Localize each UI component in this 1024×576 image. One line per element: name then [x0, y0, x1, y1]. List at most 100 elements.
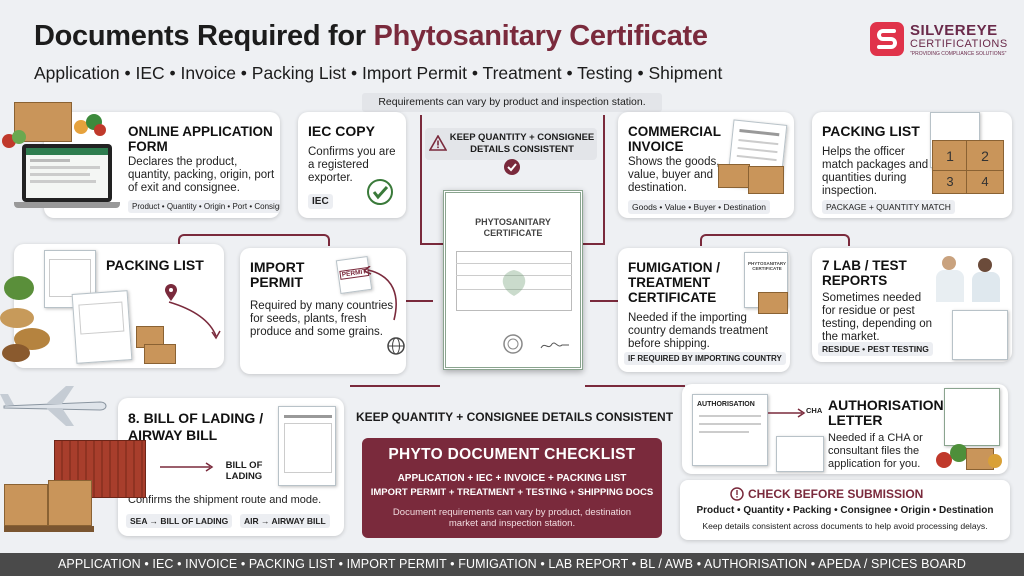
card-title: 7 LAB / TEST REPORTS [822, 258, 907, 288]
certificate-title: PHYTOSANITARY CERTIFICATE [475, 217, 551, 238]
phytosanitary-certificate-doc: PHYTOSANITARY CERTIFICATE [443, 190, 583, 370]
keep-consistent-top: KEEP QUANTITY + CONSIGNEE DETAILS CONSIS… [425, 128, 597, 160]
vegetables-illustration [934, 438, 1004, 472]
card-title: IMPORT PERMIT [250, 259, 305, 290]
lab-report-doc-illustration [952, 310, 1008, 360]
card-tag: IF REQUIRED BY IMPORTING COUNTRY [624, 352, 786, 365]
connector-line [178, 234, 330, 246]
connector-line [700, 234, 850, 246]
crates-illustration [4, 476, 94, 532]
box-illustration [718, 164, 750, 188]
checklist-note: Document requirements can vary by produc… [392, 507, 632, 529]
card-tag-sea: SEA → BILL OF LADING [126, 514, 233, 528]
authorisation-doc-title: AUTHORISATION [697, 401, 755, 408]
card-body: Needed if a CHA or consultant files the … [828, 432, 923, 470]
card-import-permit: IMPORT PERMIT Required by many countries… [240, 248, 406, 374]
requirements-note: Requirements can vary by product and ins… [362, 93, 662, 112]
connector-line [405, 300, 433, 302]
arrow-right-icon [160, 462, 214, 472]
footer-text: APPLICATION • IEC • INVOICE • PACKING LI… [57, 557, 967, 571]
route-arrow-icon [364, 266, 397, 321]
card-body: Required by many countries for seeds, pl… [250, 300, 394, 338]
card-tag: RESIDUE • PEST TESTING [818, 342, 933, 356]
page-title: Documents Required for Phytosanitary Cer… [34, 20, 708, 53]
card-title: 8. BILL OF LADING / AIRWAY BILL [128, 410, 264, 443]
connector-line [420, 243, 445, 245]
phyto-checklist: PHYTO DOCUMENT CHECKLIST APPLICATION + I… [362, 438, 662, 538]
veg-illustration [70, 110, 110, 140]
card-title: FUMIGATION / TREATMENT CERTIFICATE [628, 260, 720, 305]
leaf-watermark-icon [502, 270, 526, 296]
brand-logo: SILVEREYE CERTIFICATIONS "PROVIDING COMP… [870, 20, 1010, 62]
cha-label: CHA [806, 406, 823, 415]
check-circle-icon [504, 159, 520, 175]
box-illustration [144, 344, 176, 364]
box-illustration [748, 166, 784, 194]
connector-line [603, 115, 605, 245]
box-3: 3 [932, 170, 968, 194]
box-4: 4 [966, 170, 1004, 194]
box-illustration [758, 292, 788, 314]
card-body: Confirms you are a registered exporter. [308, 146, 396, 184]
card-fumigation-treatment: FUMIGATION / TREATMENT CERTIFICATE Neede… [618, 248, 790, 372]
card-title: PACKING LIST [822, 123, 920, 139]
airplane-icon [0, 386, 107, 426]
keep-consistent-bottom: KEEP QUANTITY + CONSIGNEE DETAILS CONSIS… [356, 410, 674, 424]
arrow-right-icon [768, 408, 806, 418]
connector-line [585, 385, 685, 387]
brand-name: SILVEREYE [910, 22, 998, 39]
invoice-doc-illustration [71, 290, 133, 364]
card-body: Shows the goods, value, buyer and destin… [628, 156, 720, 194]
card-authorisation-letter: AUTHORISATION LETTER Needed if a CHA or … [682, 384, 1008, 474]
authorisation-doc-illustration: AUTHORISATION [692, 394, 768, 466]
box-2: 2 [966, 140, 1004, 172]
card-title: PACKING LIST [106, 257, 204, 273]
keep-top-text: KEEP QUANTITY + CONSIGNEE DETAILS CONSIS… [449, 132, 595, 155]
card-tag: Product • Quantity • Origin • Port • Con… [128, 200, 280, 213]
card-lab-test-reports: 7 LAB / TEST REPORTS Sometimes needed fo… [812, 248, 1012, 362]
footer-bar: APPLICATION • IEC • INVOICE • PACKING LI… [0, 553, 1024, 576]
bill-arrow-label: BILL OF LADING [225, 460, 263, 482]
title-prefix: Documents Required for [34, 20, 366, 52]
connector-line [590, 300, 618, 302]
stamped-doc-illustration [776, 436, 824, 472]
seal-icon [503, 334, 523, 354]
checklist-line2: IMPORT PERMIT + TREATMENT + TESTING + SH… [370, 487, 654, 498]
card-tag: IEC [308, 194, 333, 209]
connector-line [350, 385, 440, 387]
card-iec-copy: IEC COPY Confirms you are a registered e… [298, 112, 406, 218]
connector-line [420, 115, 422, 245]
card-title: COMMERCIAL INVOICE [628, 124, 721, 154]
box-1: 1 [932, 140, 968, 172]
subtitle: Application • IEC • Invoice • Packing Li… [34, 63, 723, 83]
card-commercial-invoice: COMMERCIAL INVOICE Shows the goods, valu… [618, 112, 794, 218]
card-body: Sometimes needed for residue or pest tes… [822, 292, 932, 343]
check-icon [367, 179, 393, 205]
warning-icon [429, 135, 447, 151]
checklist-title: PHYTO DOCUMENT CHECKLIST [388, 446, 636, 463]
checklist-line1: APPLICATION + IEC + INVOICE + PACKING LI… [397, 473, 627, 484]
treatment-doc-title: PHYTOSANITARY CERTIFICATE [748, 261, 786, 271]
check-note: Keep details consistent across documents… [702, 521, 988, 531]
card-body: Declares the product, quantity, packing,… [128, 156, 275, 194]
card-body: Helps the officer match packages and qua… [822, 146, 929, 197]
laptop-illustration [14, 144, 120, 210]
certificate-doc-illustration [944, 388, 1000, 446]
check-items: Product • Quantity • Packing • Consignee… [696, 505, 994, 516]
scientist-illustration [934, 252, 1010, 308]
card-bill-of-lading: 8. BILL OF LADING / AIRWAY BILL BILL OF … [118, 398, 344, 536]
card-title: IEC COPY [308, 123, 375, 139]
logo-icon [870, 22, 904, 56]
card-packing-list-left: PACKING LIST [14, 244, 224, 368]
card-tag: Goods • Value • Buyer • Destination [628, 200, 770, 214]
card-title: AUTHORISATION LETTER [828, 397, 944, 428]
card-packing-list-right: PACKING LIST Helps the officer match pac… [812, 112, 1012, 218]
map-pin-icon [165, 284, 177, 301]
route-arrow-icon [168, 301, 221, 340]
brand-sub: CERTIFICATIONS [910, 38, 1008, 50]
card-body: Confirms the shipment route and mode. [128, 494, 322, 506]
card-tag: PACKAGE + QUANTITY MATCH [822, 200, 955, 214]
bill-doc-illustration [278, 406, 336, 486]
title-highlight: Phytosanitary Certificate [373, 20, 708, 52]
connector-line [580, 243, 604, 245]
